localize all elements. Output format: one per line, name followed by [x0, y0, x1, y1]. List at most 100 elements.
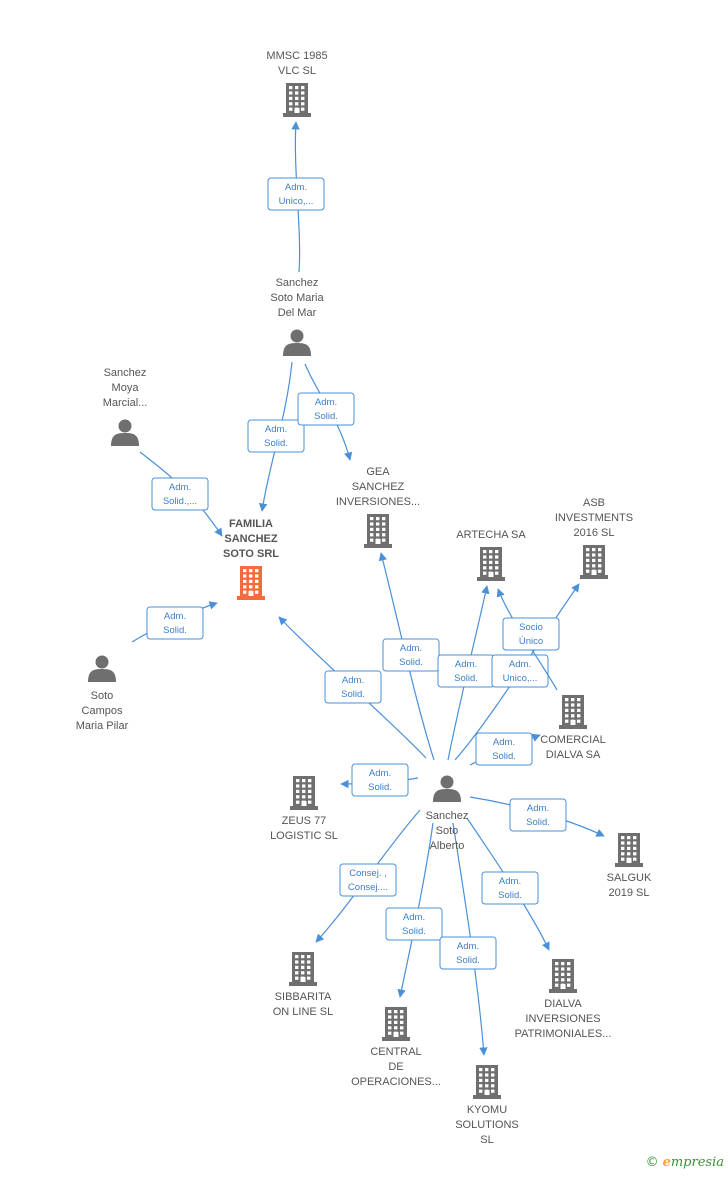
node-moya[interactable]: SanchezMoyaMarcial... — [103, 367, 148, 446]
building-icon[interactable] — [549, 959, 577, 993]
edge-label-box[interactable]: Adm.Solid. — [324, 670, 382, 704]
node-central[interactable]: CENTRALDEOPERACIONES... — [351, 1007, 441, 1088]
node-dialva_inv[interactable]: DIALVAINVERSIONESPATRIMONIALES... — [515, 959, 612, 1040]
building-icon[interactable] — [615, 833, 643, 867]
edge-label-text: Solid. — [526, 817, 550, 828]
edge-label-background — [385, 907, 443, 941]
node-label: Soto Maria — [270, 292, 324, 304]
node-label: ARTECHA SA — [456, 529, 526, 541]
edge-label-text: Adm. — [265, 424, 287, 435]
edge-label-box[interactable]: Adm.Solid. — [437, 654, 495, 688]
person-icon[interactable] — [88, 655, 116, 683]
building-icon[interactable] — [290, 776, 318, 810]
building-icon[interactable] — [473, 1065, 501, 1099]
edge-label-box[interactable]: Adm. Solid. — [439, 936, 497, 970]
node-label: INVERSIONES — [525, 1013, 600, 1025]
building-icon[interactable] — [283, 83, 311, 117]
edge-label-text: Solid. — [456, 955, 480, 966]
edge-label-box[interactable]: Adm.Solid.,... — [151, 477, 209, 511]
edge-label-box[interactable]: Adm.Solid. — [385, 907, 443, 941]
node-label: KYOMU — [467, 1104, 507, 1116]
edge-maria_mar-to-gea: Adm.Solid. — [297, 363, 355, 461]
edge-label-text: Único — [519, 636, 543, 647]
edge-label-box[interactable]: Adm.Unico,... — [267, 177, 325, 211]
edge-label-text: Adm. — [369, 768, 391, 779]
edge-label-box[interactable]: Adm.Unico,... — [491, 654, 549, 688]
node-label: SANCHEZ — [224, 533, 277, 545]
node-label: Marcial... — [103, 397, 148, 409]
copyright-icon: © — [645, 1155, 659, 1170]
edge-label-box[interactable]: Adm.Solid. — [146, 606, 204, 640]
brand-footer[interactable]: ©empresia — [646, 1155, 724, 1170]
edge-label-text: Solid. — [454, 673, 478, 684]
edge-alberto-to-salguk: Adm. Solid. — [469, 796, 605, 837]
building-icon[interactable] — [364, 514, 392, 548]
node-label: Del Mar — [278, 307, 317, 319]
node-label: DIALVA — [544, 998, 582, 1010]
edge-label-text: Adm. — [403, 912, 425, 923]
person-icon[interactable] — [111, 419, 139, 447]
edge-label-background — [151, 477, 209, 511]
edge-label-box[interactable]: Adm.Solid. — [382, 638, 440, 672]
edge-label-box[interactable]: Adm. Solid. — [509, 798, 567, 832]
node-label: CENTRAL — [370, 1046, 421, 1058]
edge-moya-to-familia: Adm.Solid.,... — [139, 451, 223, 537]
node-artecha[interactable]: ARTECHA SA — [456, 529, 526, 581]
edge-label-box[interactable]: Adm. Solid. — [247, 419, 305, 453]
node-label: Sanchez — [426, 810, 469, 822]
edge-label-text: Solid.,... — [163, 496, 197, 507]
node-gea[interactable]: GEASANCHEZINVERSIONES... — [336, 466, 420, 548]
edge-label-box[interactable]: Adm.Solid. — [351, 763, 409, 797]
node-label: ON LINE SL — [273, 1006, 334, 1018]
edge-label-text: Solid. — [399, 657, 423, 668]
edge-label-text: Solid. — [498, 890, 522, 901]
edge-label-background — [351, 763, 409, 797]
building-icon[interactable] — [477, 547, 505, 581]
edge-maria_mar-to-familia: Adm. Solid. — [247, 361, 305, 512]
edge-label-box[interactable]: Adm.Solid. — [297, 392, 355, 426]
node-label: MMSC 1985 — [266, 50, 327, 62]
node-label: DE — [388, 1061, 403, 1073]
edge-label-text: Adm. — [457, 941, 479, 952]
node-label: GEA — [366, 466, 390, 478]
person-icon[interactable] — [283, 329, 311, 357]
node-label: SOTO SRL — [223, 548, 279, 560]
edge-label-box[interactable]: Adm.Solid. — [481, 871, 539, 905]
edge-label-box[interactable]: Adm.Solid. — [475, 732, 533, 766]
edge-label-box[interactable]: Consej. ,Consej.... — [339, 863, 397, 897]
building-icon[interactable] — [382, 1007, 410, 1041]
node-label: Soto — [436, 825, 459, 837]
node-label: Campos — [82, 705, 123, 717]
brand-initial: e — [662, 1155, 671, 1170]
building-icon[interactable] — [559, 695, 587, 729]
edge-maria_mar-to-mmsc: Adm.Unico,... — [267, 121, 325, 273]
building-icon[interactable] — [580, 545, 608, 579]
building-icon[interactable] — [237, 566, 265, 600]
edge-label-text: Unico,... — [279, 196, 314, 207]
building-icon[interactable] — [289, 952, 317, 986]
edge-alberto-to-familia: Adm.Solid. — [278, 616, 427, 759]
edge-label-text: Solid. — [163, 625, 187, 636]
edge-label-text: Solid. — [264, 438, 288, 449]
brand-name: mpresia — [670, 1155, 724, 1170]
edge-label-text: Adm. — [527, 803, 549, 814]
edges-layer: Adm.Unico,...Adm.Solid.Adm.Solid.Adm.Sol… — [131, 121, 605, 1056]
edge-label-background — [146, 606, 204, 640]
node-label: VLC SL — [278, 65, 316, 77]
person-icon[interactable] — [433, 775, 461, 803]
edge-label-background — [509, 798, 567, 832]
